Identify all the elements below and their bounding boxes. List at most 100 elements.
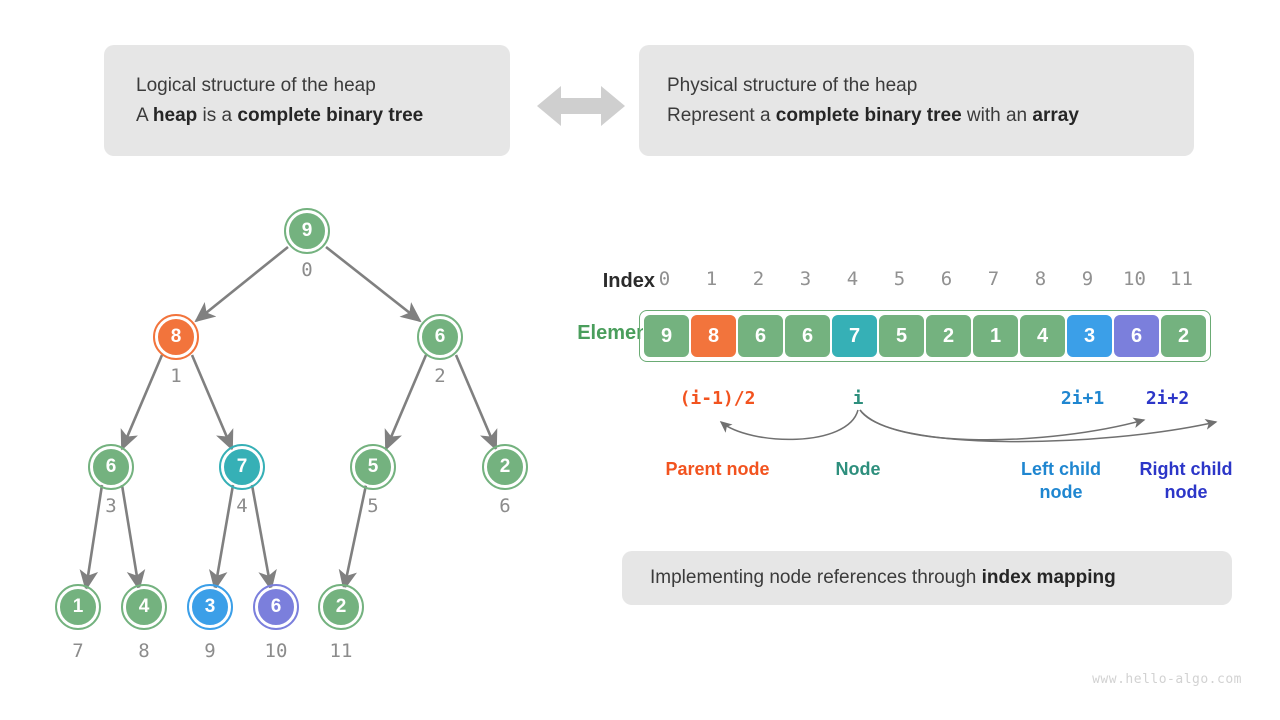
- index-mapping-caption-text: Implementing node references through ind…: [650, 567, 1116, 589]
- physical-line2-bold-cbt: complete binary tree: [775, 104, 962, 126]
- array-index-0: 0: [658, 268, 671, 290]
- index-mapping-arrows: [719, 409, 1218, 443]
- array-cell-5: 5: [878, 314, 925, 358]
- array-index-9: 9: [1081, 268, 1094, 290]
- array-index-7: 7: [987, 268, 1000, 290]
- index-row-label: Index: [602, 270, 655, 292]
- array-cell-4: 7: [831, 314, 878, 358]
- node-label: Node: [808, 458, 908, 481]
- tree-node-ring: [153, 314, 199, 360]
- logical-structure-callout: Logical structure of the heap A heap is …: [104, 45, 510, 156]
- parent-formula: (i-1)/2: [679, 388, 756, 409]
- tree-node-ring: [187, 584, 233, 630]
- physical-callout-line-1: Physical structure of the heap: [667, 75, 918, 97]
- parent-node-label: Parent node: [650, 458, 785, 481]
- tree-node-index-5: 5: [367, 495, 379, 517]
- logical-line2-pre: A: [136, 104, 153, 126]
- tree-node-10: 6: [253, 584, 299, 630]
- array-cell-10: 6: [1113, 314, 1160, 358]
- logical-line2-bold-cbt: complete binary tree: [237, 104, 424, 126]
- tree-node-ring: [219, 444, 265, 490]
- tree-node-index-4: 4: [236, 495, 248, 517]
- left-child-label-line1: Left child: [1021, 459, 1101, 479]
- tree-node-ring: [350, 444, 396, 490]
- tree-node-ring: [318, 584, 364, 630]
- tree-node-index-1: 1: [170, 365, 182, 387]
- tree-node-index-0: 0: [301, 259, 313, 281]
- tree-node-index-3: 3: [105, 495, 117, 517]
- left-child-node-label: Left child node: [1005, 458, 1117, 503]
- tree-node-ring: [121, 584, 167, 630]
- array-index-2: 2: [752, 268, 765, 290]
- parent-node-label-line1: Parent node: [665, 459, 770, 479]
- watermark: www.hello-algo.com: [1092, 672, 1242, 687]
- right-child-label-line2: node: [1164, 481, 1208, 502]
- tree-node-4: 7: [219, 444, 265, 490]
- tree-node-index-10: 10: [264, 640, 288, 662]
- array-cell-1: 8: [690, 314, 737, 358]
- array-cell-7: 1: [972, 314, 1019, 358]
- logical-callout-line-2: A heap is a complete binary tree: [136, 101, 478, 130]
- tree-node-index-7: 7: [72, 640, 84, 662]
- tree-node-2: 6: [417, 314, 463, 360]
- tree-node-ring: [417, 314, 463, 360]
- tree-node-index-6: 6: [499, 495, 511, 517]
- left-child-label-line2: node: [1039, 481, 1083, 502]
- physical-callout-line-2: Represent a complete binary tree with an…: [667, 101, 1166, 130]
- tree-edges: [79, 245, 498, 592]
- tree-node-6: 2: [482, 444, 528, 490]
- tree-node-ring: [284, 208, 330, 254]
- array-cell-8: 4: [1019, 314, 1066, 358]
- tree-node-11: 2: [318, 584, 364, 630]
- tree-node-index-9: 9: [204, 640, 216, 662]
- element-row-label: Element: [577, 322, 655, 344]
- tree-node-index-8: 8: [138, 640, 150, 662]
- tree-node-index-2: 2: [434, 365, 446, 387]
- physical-line2-mid: with an: [961, 104, 1033, 126]
- left-child-formula: 2i+1: [1060, 388, 1105, 409]
- logical-line2-bold-heap: heap: [152, 104, 198, 126]
- array-cell-9: 3: [1066, 314, 1113, 358]
- double-headed-arrow-icon: [537, 86, 625, 126]
- array-cell-6: 2: [925, 314, 972, 358]
- array-index-10: 10: [1123, 268, 1146, 290]
- caption-bold: index mapping: [981, 567, 1116, 588]
- node-label-line1: Node: [835, 459, 881, 479]
- tree-node-7: 1: [55, 584, 101, 630]
- caption-pre: Implementing node references through: [650, 567, 982, 588]
- array-index-11: 11: [1170, 268, 1193, 290]
- logical-line2-mid: is a: [197, 104, 238, 126]
- right-child-node-label: Right child node: [1125, 458, 1247, 503]
- array-index-8: 8: [1034, 268, 1047, 290]
- tree-node-index-11: 11: [329, 640, 353, 662]
- tree-node-8: 4: [121, 584, 167, 630]
- node-formula: i: [852, 388, 864, 409]
- array-cell-0: 9: [643, 314, 690, 358]
- physical-line2-bold-array: array: [1032, 104, 1079, 126]
- array-index-6: 6: [940, 268, 953, 290]
- array-cell-2: 6: [737, 314, 784, 358]
- array-cell-3: 6: [784, 314, 831, 358]
- right-child-formula: 2i+2: [1145, 388, 1190, 409]
- logical-callout-line-1: Logical structure of the heap: [136, 75, 376, 97]
- tree-node-ring: [482, 444, 528, 490]
- physical-line2-pre: Represent a: [667, 104, 776, 126]
- tree-node-ring: [88, 444, 134, 490]
- array-index-1: 1: [705, 268, 718, 290]
- tree-node-1: 8: [153, 314, 199, 360]
- tree-node-0: 9: [284, 208, 330, 254]
- index-mapping-caption: Implementing node references through ind…: [622, 551, 1232, 605]
- array-index-3: 3: [799, 268, 812, 290]
- tree-node-3: 6: [88, 444, 134, 490]
- right-child-label-line1: Right child: [1139, 459, 1233, 479]
- tree-node-ring: [253, 584, 299, 630]
- physical-structure-callout: Physical structure of the heap Represent…: [639, 45, 1194, 156]
- tree-node-ring: [55, 584, 101, 630]
- tree-node-9: 3: [187, 584, 233, 630]
- tree-node-5: 5: [350, 444, 396, 490]
- array-cell-11: 2: [1160, 314, 1207, 358]
